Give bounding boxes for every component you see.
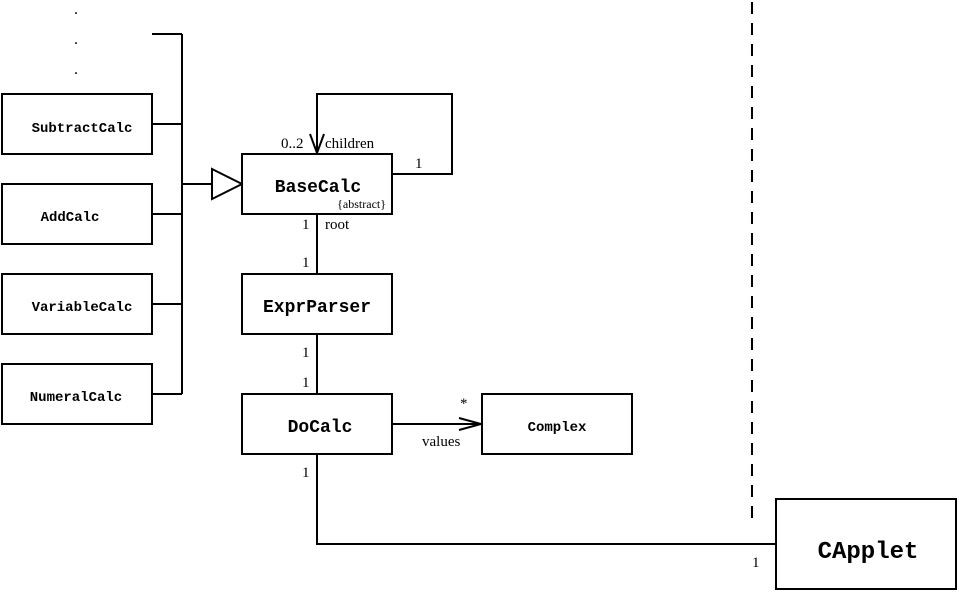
- class-name: AddCalc: [41, 210, 100, 226]
- ellipsis-dot-2: .: [74, 31, 78, 48]
- class-complex[interactable]: Complex: [481, 393, 633, 455]
- class-capplet[interactable]: CApplet: [775, 498, 957, 590]
- class-name: DoCalc: [288, 418, 353, 438]
- children-association-line: [316, 93, 453, 175]
- abstract-stereotype: {abstract}: [337, 197, 386, 211]
- class-numeral-calc[interactable]: NumeralCalc: [1, 363, 153, 425]
- children-role: children: [325, 136, 375, 152]
- values-multiplicity: *: [460, 396, 468, 412]
- ellipsis-dot-1: .: [74, 1, 78, 18]
- docalc-bottom-multiplicity: 1: [302, 465, 310, 481]
- root-multiplicity-parser: 1: [302, 255, 310, 271]
- docalc-top-multiplicity: 1: [302, 375, 310, 391]
- self-multiplicity: 1: [415, 156, 423, 172]
- generalization-arrowhead: [211, 167, 245, 201]
- class-base-calc[interactable]: BaseCalc {abstract}: [241, 153, 393, 215]
- class-do-calc[interactable]: DoCalc: [241, 393, 393, 455]
- class-name: BaseCalc: [275, 178, 361, 198]
- class-name: ExprParser: [263, 298, 371, 318]
- children-multiplicity: 0..2: [281, 136, 304, 152]
- class-name: VariableCalc: [32, 300, 133, 316]
- class-name: SubtractCalc: [32, 121, 133, 137]
- values-role: values: [422, 434, 460, 450]
- capplet-multiplicity: 1: [752, 555, 760, 571]
- class-name: CApplet: [818, 539, 919, 566]
- class-name: NumeralCalc: [30, 390, 122, 406]
- root-multiplicity-base: 1: [302, 217, 310, 233]
- class-subtract-calc[interactable]: SubtractCalc: [1, 93, 153, 155]
- class-add-calc[interactable]: AddCalc: [1, 183, 153, 245]
- root-role: root: [325, 217, 350, 233]
- ellipsis-dot-3: .: [74, 61, 78, 78]
- generalization-lines: [152, 33, 212, 395]
- parser-multiplicity: 1: [302, 345, 310, 361]
- class-expr-parser[interactable]: ExprParser: [241, 273, 393, 335]
- class-variable-calc[interactable]: VariableCalc: [1, 273, 153, 335]
- applet-association-line: [316, 454, 776, 545]
- class-name: Complex: [528, 420, 587, 436]
